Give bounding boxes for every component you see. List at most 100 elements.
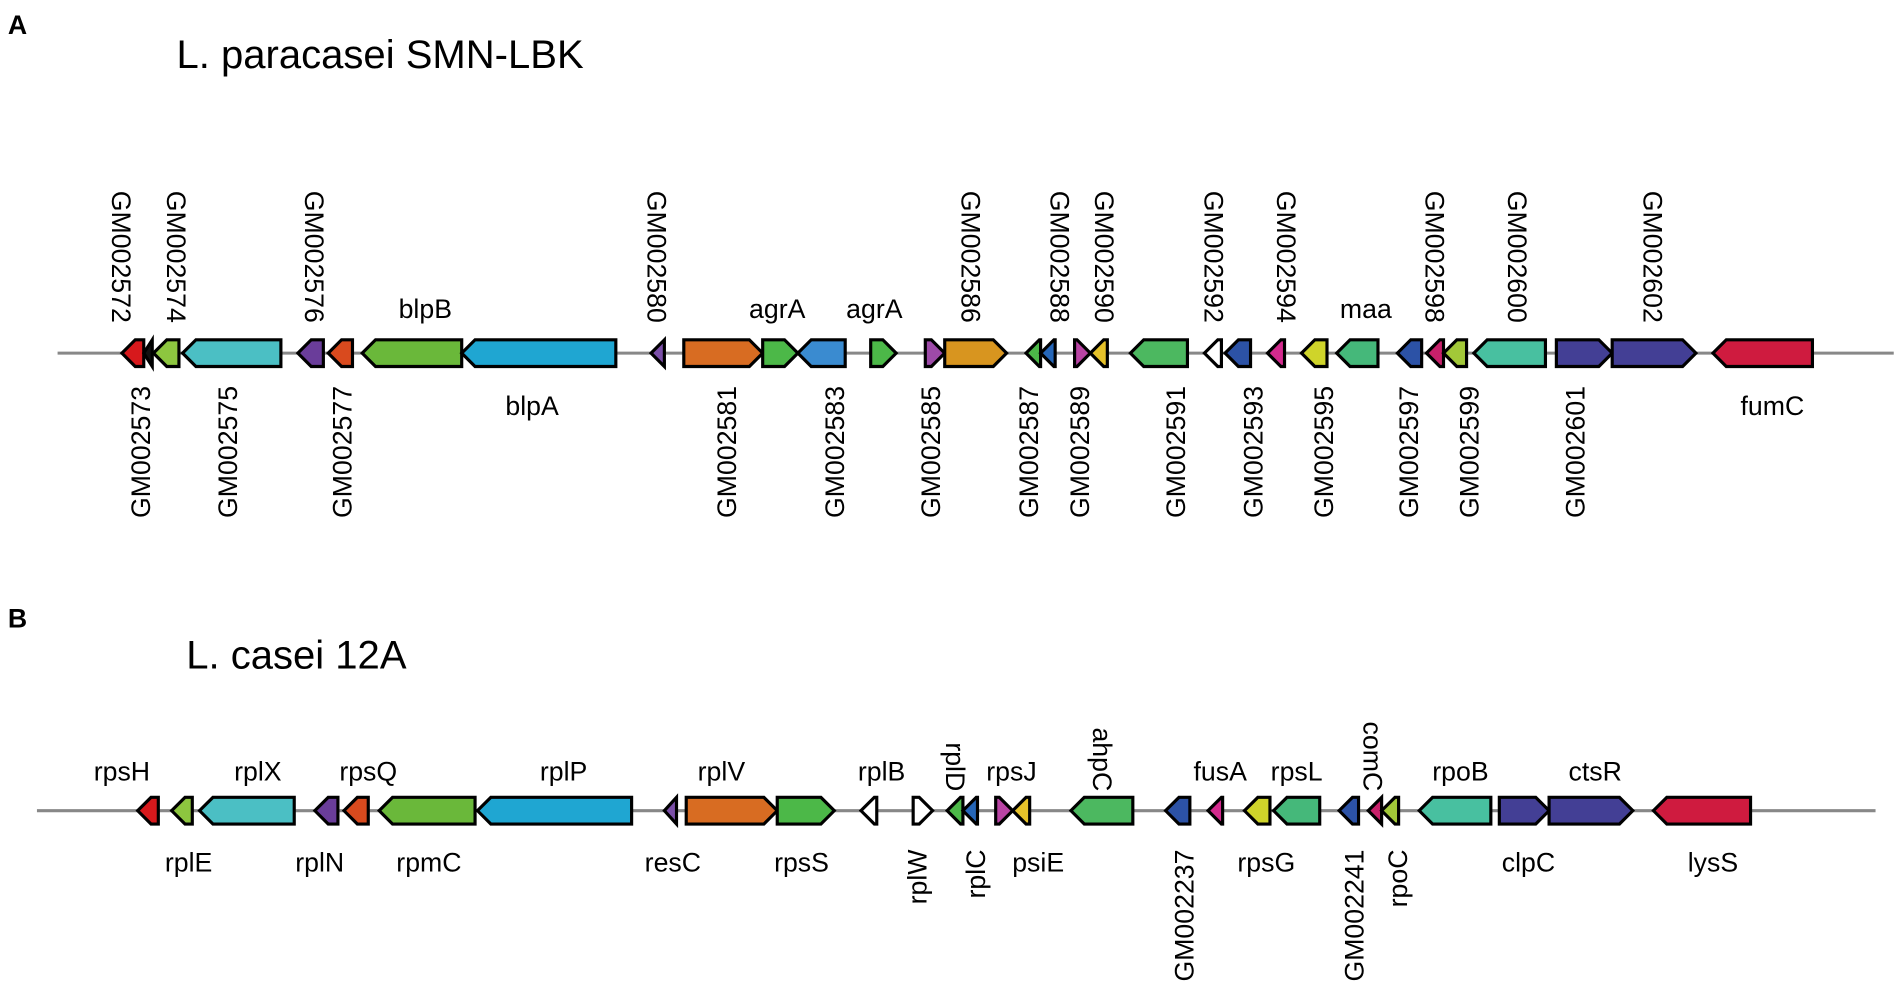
gene-label: GM002600 <box>1502 191 1532 323</box>
gene-label: rplX <box>234 756 282 786</box>
gene-arrow[interactable] <box>359 338 464 369</box>
gene-label: rpoC <box>1383 850 1413 908</box>
gene-label: lysS <box>1688 847 1738 877</box>
gene-arrow[interactable] <box>1336 795 1361 826</box>
gene-arrow[interactable] <box>1424 338 1446 369</box>
gene-label: GM002599 <box>1455 386 1485 518</box>
gene-label: GM002574 <box>161 191 191 323</box>
gene-label: rplC <box>961 850 991 899</box>
gene-arrow[interactable] <box>312 795 340 826</box>
gene-label: GM002577 <box>327 386 357 518</box>
gene-arrow[interactable] <box>325 338 355 369</box>
gene-label: GM002580 <box>641 191 671 323</box>
gene-label: GM002590 <box>1089 191 1119 323</box>
gene-label: GM002602 <box>1638 191 1668 323</box>
gene-arrow[interactable] <box>761 338 801 369</box>
gene-arrow[interactable] <box>1023 338 1043 369</box>
gene-arrow[interactable] <box>1395 338 1424 369</box>
gene-arrow[interactable] <box>1222 338 1253 369</box>
gene-label: GM002601 <box>1560 386 1590 518</box>
gene-label: GM002581 <box>712 386 742 518</box>
gene-arrow[interactable] <box>795 338 847 369</box>
gene-arrow[interactable] <box>858 795 879 826</box>
gene-arrow[interactable] <box>135 795 160 826</box>
gene-label: rpsG <box>1237 847 1295 877</box>
gene-arrow[interactable] <box>1710 338 1815 369</box>
gene-label: comC <box>1357 722 1387 792</box>
gene-arrow[interactable] <box>1497 795 1552 826</box>
gene-arrow[interactable] <box>1379 795 1401 826</box>
gene-arrow[interactable] <box>1265 338 1287 369</box>
gene-arrow[interactable] <box>923 338 947 369</box>
gene-label: GM002237 <box>1170 850 1200 982</box>
gene-arrow[interactable] <box>1072 338 1093 369</box>
gene-label: rpsJ <box>986 756 1036 786</box>
gene-arrow[interactable] <box>944 795 965 826</box>
gene-arrow[interactable] <box>869 338 899 369</box>
gene-arrow[interactable] <box>151 338 181 369</box>
gene-arrow[interactable] <box>1471 338 1548 369</box>
gene-label: rpoB <box>1432 756 1488 786</box>
gene-arrow[interactable] <box>684 795 780 826</box>
panel-a-genes: GM002572GM002573GM002574GM002575GM002576… <box>106 191 1815 518</box>
gene-arrow[interactable] <box>1334 338 1380 369</box>
gene-arrow[interactable] <box>1271 795 1322 826</box>
gene-arrow[interactable] <box>943 338 1009 369</box>
gene-label: rpsQ <box>339 756 397 786</box>
gene-arrow[interactable] <box>648 335 666 371</box>
gene-arrow[interactable] <box>911 795 935 826</box>
gene-arrow[interactable] <box>682 338 765 369</box>
gene-arrow[interactable] <box>1299 338 1329 369</box>
gene-arrow[interactable] <box>1202 338 1223 369</box>
gene-label: GM002241 <box>1339 850 1369 982</box>
gene-label: GM002593 <box>1239 386 1269 518</box>
gene-arrow[interactable] <box>994 795 1015 826</box>
gene-arrow[interactable] <box>1554 338 1615 369</box>
gene-arrow[interactable] <box>1441 338 1469 369</box>
gene-arrow[interactable] <box>1547 795 1636 826</box>
gene-arrow[interactable] <box>376 795 477 826</box>
gene-label: rplB <box>858 756 905 786</box>
gene-arrow[interactable] <box>662 793 679 829</box>
gene-label: fusA <box>1194 756 1248 786</box>
gene-arrow[interactable] <box>1068 795 1135 826</box>
gene-label: GM002595 <box>1309 386 1339 518</box>
gene-arrow[interactable] <box>475 795 634 826</box>
gene-arrow[interactable] <box>197 795 296 826</box>
gene-label: agrA <box>846 294 903 324</box>
gene-arrow[interactable] <box>1242 795 1272 826</box>
gene-arrow[interactable] <box>295 338 325 369</box>
gene-arrow[interactable] <box>341 795 370 826</box>
gene-arrow[interactable] <box>119 338 146 369</box>
gene-label: GM002594 <box>1271 191 1301 323</box>
gene-arrow[interactable] <box>180 338 283 369</box>
gene-arrow[interactable] <box>960 795 980 826</box>
gene-arrow[interactable] <box>1610 338 1699 369</box>
panel-a-title: L. paracasei SMN-LBK <box>177 33 584 77</box>
gene-label: GM002591 <box>1161 386 1191 518</box>
panel-b-genes: rpsHrplErplXrplNrpsQrpmCrplPresCrplVrpsS… <box>94 722 1753 982</box>
gene-label: GM002583 <box>820 386 850 518</box>
gene-label: GM002587 <box>1014 386 1044 518</box>
gene-arrow[interactable] <box>1128 338 1190 369</box>
panel-b-title: L. casei 12A <box>186 634 407 678</box>
gene-label: rplV <box>698 756 746 786</box>
gene-label: GM002586 <box>956 191 986 323</box>
gene-label: resC <box>645 847 701 877</box>
gene-arrow[interactable] <box>1088 338 1109 369</box>
gene-arrow[interactable] <box>459 338 618 369</box>
gene-arrow[interactable] <box>1163 795 1192 826</box>
gene-arrow[interactable] <box>1651 795 1753 826</box>
gene-arrow[interactable] <box>1010 795 1032 826</box>
gene-label: rpsS <box>774 847 829 877</box>
gene-arrow[interactable] <box>1417 795 1493 826</box>
gene-label: GM002573 <box>126 386 156 518</box>
gene-arrow[interactable] <box>775 795 837 826</box>
gene-arrow[interactable] <box>1038 338 1057 369</box>
gene-arrow[interactable] <box>169 795 194 826</box>
gene-label: GM002592 <box>1198 191 1228 323</box>
gene-arrow[interactable] <box>1205 795 1225 826</box>
panel-a-letter: A <box>8 10 27 40</box>
gene-label: fumC <box>1741 391 1805 421</box>
